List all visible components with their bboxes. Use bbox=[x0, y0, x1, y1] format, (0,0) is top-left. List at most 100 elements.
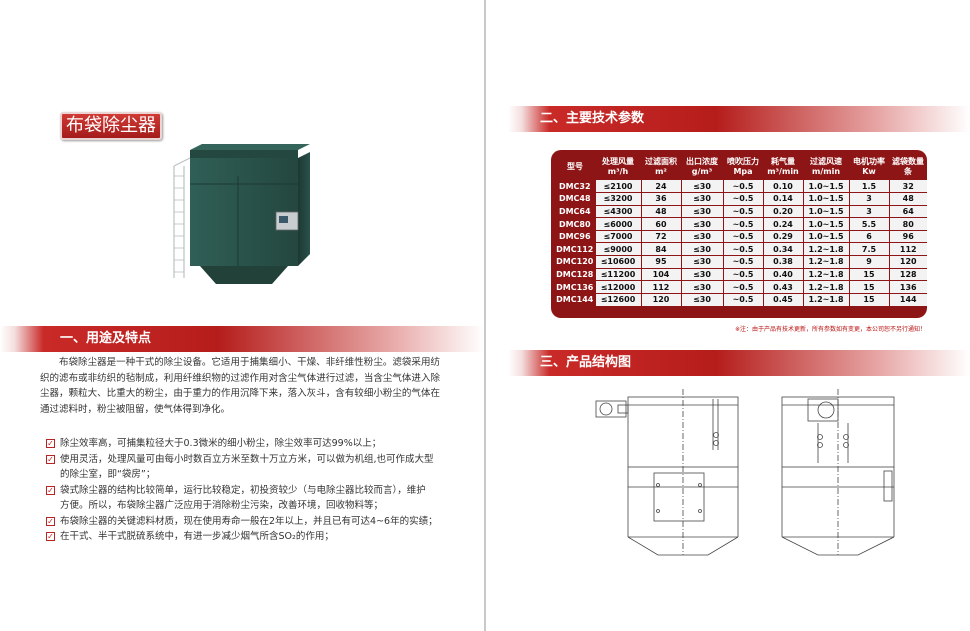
table-cell: ~0.5 bbox=[723, 268, 764, 282]
table-cell: 1.0~1.5 bbox=[803, 180, 850, 194]
table-cell: ≤30 bbox=[681, 192, 724, 206]
section-header-usage: 一、用途及特点 bbox=[0, 326, 484, 352]
table-cell: 0.34 bbox=[763, 242, 804, 257]
header-airflow: 处理风量 m³/h bbox=[602, 156, 634, 176]
header-pulse-pressure: 喷吹压力 Mpa bbox=[727, 156, 759, 176]
table-cell: ≤30 bbox=[681, 217, 724, 231]
table-cell: 1.0~1.5 bbox=[803, 192, 850, 206]
checkbox-checked-icon: ✓ bbox=[46, 439, 55, 448]
table-cell: ~0.5 bbox=[723, 205, 764, 219]
table-cell: ≤30 bbox=[681, 205, 724, 219]
table-cell: 1.2~1.8 bbox=[803, 242, 850, 257]
table-cell: ~0.5 bbox=[723, 293, 764, 306]
table-cell: 48 bbox=[889, 192, 927, 206]
table-cell: 24 bbox=[641, 180, 682, 194]
model-cell: DMC112 bbox=[555, 242, 596, 257]
table-cell: ≤2100 bbox=[595, 180, 642, 194]
checkbox-checked-icon: ✓ bbox=[46, 532, 55, 541]
model-cell: DMC144 bbox=[555, 293, 596, 306]
table-cell: 36 bbox=[641, 192, 682, 206]
table-cell: ≤4300 bbox=[595, 205, 642, 219]
table-cell: 1.0~1.5 bbox=[803, 230, 850, 244]
table-cell: 144 bbox=[889, 293, 927, 306]
table-cell: ≤11200 bbox=[595, 268, 642, 282]
model-cell: DMC48 bbox=[555, 192, 596, 206]
page-spine bbox=[484, 0, 486, 631]
table-cell: 136 bbox=[889, 280, 927, 294]
model-cell: DMC136 bbox=[555, 280, 596, 294]
table-cell: 6 bbox=[849, 230, 890, 244]
table-cell: ≤3200 bbox=[595, 192, 642, 206]
model-cell: DMC120 bbox=[555, 255, 596, 269]
dust-collector-photo bbox=[173, 144, 310, 284]
table-cell: 1.2~1.8 bbox=[803, 268, 850, 282]
table-cell: ~0.5 bbox=[723, 180, 764, 194]
header-filter-area: 过滤面积 m² bbox=[645, 156, 677, 176]
section-title: 一、用途及特点 bbox=[60, 331, 152, 346]
table-cell: 32 bbox=[889, 180, 927, 194]
section-title: 二、主要技术参数 bbox=[540, 111, 645, 126]
table-cell: 1.2~1.8 bbox=[803, 255, 850, 269]
header-outlet-concentration: 出口浓度 g/m³ bbox=[686, 156, 718, 176]
intro-paragraph: 布袋除尘器是一种干式的除尘设备。它适用于捕集细小、干燥、非纤维性粉尘。滤袋采用纺… bbox=[40, 357, 440, 415]
table-cell: ~0.5 bbox=[723, 230, 764, 244]
table-cell: 128 bbox=[889, 268, 927, 282]
table-cell: 9 bbox=[849, 255, 890, 269]
table-cell: ≤30 bbox=[681, 293, 724, 306]
header-filter-velocity: 过滤风速 m/min bbox=[810, 156, 842, 176]
section-title: 三、产品结构图 bbox=[540, 355, 632, 370]
table-cell: 15 bbox=[849, 280, 890, 294]
table-cell: 1.0~1.5 bbox=[803, 205, 850, 219]
table-cell: 96 bbox=[889, 230, 927, 244]
table-cell: 60 bbox=[641, 217, 682, 231]
model-cell: DMC64 bbox=[555, 205, 596, 219]
product-title-label: 布袋除尘器 bbox=[60, 112, 162, 140]
table-cell: 7.5 bbox=[849, 242, 890, 257]
table-cell: ~0.5 bbox=[723, 280, 764, 294]
table-cell: 0.24 bbox=[763, 217, 804, 231]
spec-table-header-row: 型号 处理风量 m³/h 过滤面积 m² 出口浓度 g/m³ 喷吹压力 Mpa … bbox=[555, 153, 927, 180]
table-cell: 104 bbox=[641, 268, 682, 282]
section-header-structure: 三、产品结构图 bbox=[508, 350, 970, 376]
table-cell: 0.14 bbox=[763, 192, 804, 206]
table-cell: ≤9000 bbox=[595, 242, 642, 257]
table-cell: 120 bbox=[641, 293, 682, 306]
table-cell: 15 bbox=[849, 293, 890, 306]
spec-table: 型号 处理风量 m³/h 过滤面积 m² 出口浓度 g/m³ 喷吹压力 Mpa … bbox=[555, 153, 927, 306]
feature-item: ✓使用灵活，处理风量可由每小时数百立方米至数十万立方米，可以做为机组,也可作成大… bbox=[46, 453, 434, 480]
table-cell: ≤30 bbox=[681, 180, 724, 194]
checkbox-checked-icon: ✓ bbox=[46, 516, 55, 526]
table-cell: ≤30 bbox=[681, 230, 724, 244]
table-cell: ≤7000 bbox=[595, 230, 642, 244]
header-bag-count: 滤袋数量 条 bbox=[892, 156, 924, 176]
front-view-drawing bbox=[595, 389, 739, 556]
table-cell: 112 bbox=[641, 280, 682, 294]
table-cell: 1.2~1.8 bbox=[803, 293, 850, 306]
feature-item: ✓袋式除尘器的结构比较简单，运行比较稳定，初投资较少（与电除尘器比较而言），维护… bbox=[46, 484, 426, 511]
feature-item: ✓在干式、半干式脱硫系统中，有进一步减少烟气所含SO₂的作用； bbox=[46, 531, 334, 542]
table-cell: ≤6000 bbox=[595, 217, 642, 231]
table-cell: 15 bbox=[849, 268, 890, 282]
checkbox-checked-icon: ✓ bbox=[46, 485, 55, 495]
table-cell: ~0.5 bbox=[723, 242, 764, 257]
table-cell: ~0.5 bbox=[723, 255, 764, 269]
spec-note: ※注：由于产品有技术更新，所有参数如有变更，本公司恕不另行通知！ bbox=[734, 326, 926, 333]
table-cell: 0.45 bbox=[763, 293, 804, 306]
table-cell: ~0.5 bbox=[723, 217, 764, 231]
table-cell: 1.5 bbox=[849, 180, 890, 194]
model-cell: DMC80 bbox=[555, 217, 596, 231]
section-header-specs: 二、主要技术参数 bbox=[508, 106, 970, 132]
table-cell: 0.20 bbox=[763, 205, 804, 219]
table-cell: 3 bbox=[849, 192, 890, 206]
checkbox-checked-icon: ✓ bbox=[46, 454, 55, 464]
table-cell: ≤30 bbox=[681, 280, 724, 294]
header-air-consumption: 耗气量 m³/min bbox=[767, 156, 799, 176]
